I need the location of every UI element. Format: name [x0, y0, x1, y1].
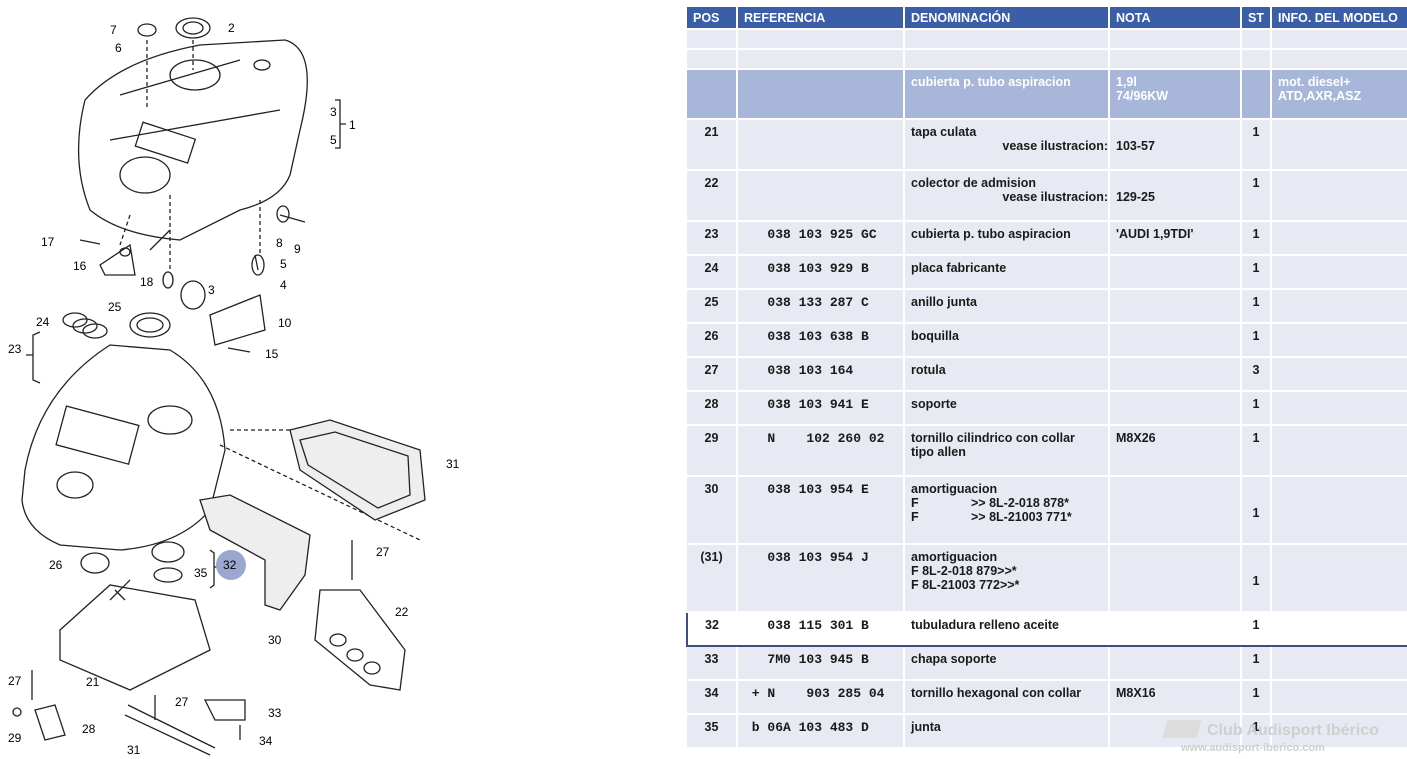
svg-text:18: 18 [140, 275, 154, 289]
svg-text:32: 32 [223, 558, 237, 572]
header-denominacion[interactable]: DENOMINACIÓN [904, 7, 1110, 30]
svg-text:28: 28 [82, 722, 96, 736]
svg-text:21: 21 [86, 675, 100, 689]
table-row[interactable]: 33 7M0 103 945 B chapa soporte 1 [687, 646, 1407, 681]
blank-row [687, 29, 1407, 50]
table-row[interactable]: 27 038 103 164 rotula 3 [687, 357, 1407, 392]
svg-text:30: 30 [268, 633, 282, 647]
svg-text:27: 27 [175, 695, 189, 709]
svg-text:22: 22 [395, 605, 409, 619]
table-header-row: POS REFERENCIA DENOMINACIÓN NOTA ST INFO… [687, 7, 1407, 30]
svg-text:31: 31 [446, 457, 460, 471]
header-referencia[interactable]: REFERENCIA [737, 7, 905, 30]
group-info: mot. diesel+ATD,AXR,ASZ [1271, 69, 1407, 120]
table-row[interactable]: 24 038 103 929 B placa fabricante 1 [687, 255, 1407, 290]
svg-text:27: 27 [8, 674, 22, 688]
svg-text:10: 10 [278, 316, 292, 330]
header-st[interactable]: ST [1241, 7, 1272, 30]
svg-text:1: 1 [349, 118, 356, 132]
svg-text:33: 33 [268, 706, 282, 720]
svg-text:3: 3 [208, 283, 215, 297]
svg-text:5: 5 [330, 133, 337, 147]
svg-text:24: 24 [36, 315, 50, 329]
svg-text:34: 34 [259, 734, 273, 748]
svg-text:25: 25 [108, 300, 122, 314]
svg-text:27: 27 [376, 545, 390, 559]
svg-text:2: 2 [228, 21, 235, 35]
svg-text:17: 17 [41, 235, 55, 249]
svg-text:5: 5 [280, 257, 287, 271]
svg-text:23: 23 [8, 342, 22, 356]
table-row[interactable]: 25 038 133 287 C anillo junta 1 [687, 289, 1407, 324]
svg-text:8: 8 [276, 236, 283, 250]
parts-table: POS REFERENCIA DENOMINACIÓN NOTA ST INFO… [686, 7, 1407, 749]
callout-32-highlight[interactable] [216, 550, 246, 580]
header-nota[interactable]: NOTA [1109, 7, 1242, 30]
svg-text:6: 6 [115, 41, 122, 55]
group-denom: cubierta p. tubo aspiracion [904, 69, 1110, 120]
table-row[interactable]: 30 038 103 954 E amortiguacion F>> 8L-2-… [687, 476, 1407, 545]
header-info-modelo[interactable]: INFO. DEL MODELO [1271, 7, 1407, 30]
svg-text:4: 4 [280, 278, 287, 292]
svg-text:3: 3 [330, 105, 337, 119]
svg-text:31: 31 [127, 743, 141, 757]
svg-text:7: 7 [110, 23, 117, 37]
blank-row [687, 49, 1407, 70]
svg-text:26: 26 [49, 558, 63, 572]
table-row-selected[interactable]: 32 038 115 301 B tubuladura relleno acei… [686, 611, 1407, 647]
table-row[interactable]: 29 N 102 260 02 tornillo cilindrico con … [687, 425, 1407, 477]
svg-text:9: 9 [294, 242, 301, 256]
svg-text:15: 15 [265, 347, 279, 361]
table-row[interactable]: 35 b 06A 103 483 D junta 1 [687, 714, 1407, 749]
svg-text:29: 29 [8, 731, 22, 745]
table-row[interactable]: 28 038 103 941 E soporte 1 [687, 391, 1407, 426]
header-pos[interactable]: POS [687, 7, 738, 30]
exploded-parts-diagram: 7 6 2 3 1 5 8 9 17 16 18 3 5 4 10 15 25 … [8, 17, 460, 757]
svg-text:35: 35 [194, 566, 208, 580]
watermark: Club Audisport Ibérico www.audisport-ibe… [1162, 716, 1407, 759]
table-row[interactable]: 34 + N 903 285 04 tornillo hexagonal con… [687, 680, 1407, 715]
svg-text:16: 16 [73, 259, 87, 273]
watermark-logo-icon [1162, 720, 1202, 738]
table-row[interactable]: 23 038 103 925 GC cubierta p. tubo aspir… [687, 221, 1407, 256]
table-row[interactable]: 26 038 103 638 B boquilla 1 [687, 323, 1407, 358]
